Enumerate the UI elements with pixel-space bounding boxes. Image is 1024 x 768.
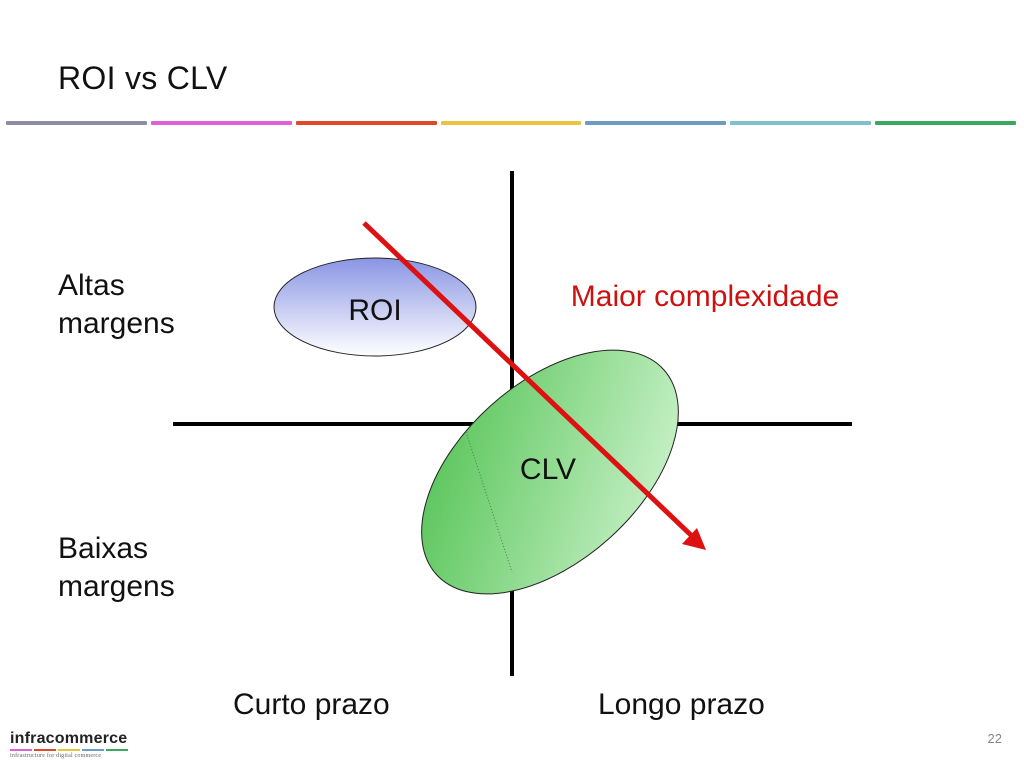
short-term-label: Curto prazo: [233, 688, 390, 721]
color-bar-segment: [730, 121, 872, 125]
logo-stripe: [82, 749, 104, 751]
slide-title: ROI vs CLV: [58, 60, 228, 96]
roi-label: ROI: [348, 294, 401, 327]
complexity-arrow-head: [682, 528, 706, 550]
logo-tagline: infrastructure for digital commerce: [10, 753, 102, 759]
infracommerce-logo: infracommerce infrastructure for digital…: [10, 730, 128, 759]
color-bar-segment: [150, 121, 292, 125]
high-margin-label: Altas margens: [58, 269, 175, 340]
page-number: 22: [987, 731, 1002, 746]
clv-ellipse: [421, 349, 679, 595]
color-bar-segment: [295, 121, 437, 125]
logo-wordmark: infracommerce: [10, 730, 128, 747]
logo-stripes: [10, 749, 128, 751]
clv-hidden-axis-line: [465, 431, 513, 573]
logo-stripe: [34, 749, 56, 751]
clv-label: CLV: [520, 453, 576, 486]
color-bar-segment: [585, 121, 727, 125]
color-bar-segment: [6, 121, 147, 125]
low-margin-label: Baixas margens: [58, 532, 175, 603]
logo-stripe: [58, 749, 80, 751]
logo-stripe: [106, 749, 128, 751]
title-color-bar: [6, 121, 1017, 126]
logo-stripe: [10, 749, 32, 751]
color-bar-segment: [440, 121, 582, 125]
complexity-arrow: [362, 221, 696, 540]
color-bar-segment: [875, 121, 1017, 125]
long-term-label: Longo prazo: [598, 688, 765, 721]
complexity-label: Maior complexidade: [571, 280, 839, 313]
